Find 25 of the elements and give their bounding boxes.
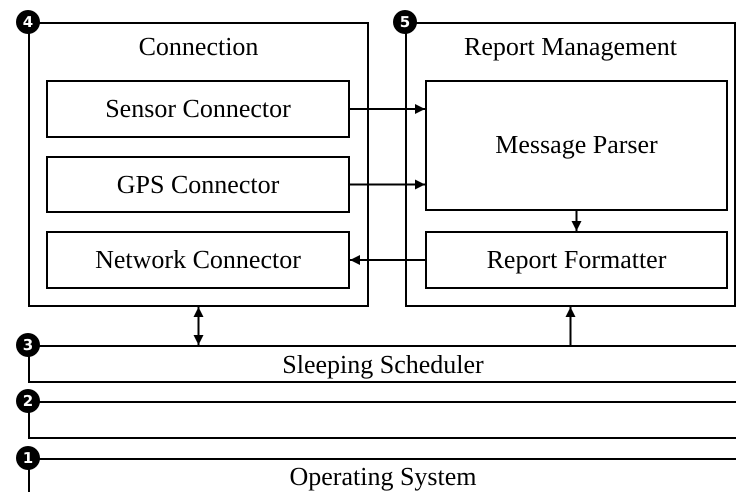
component-box [46, 80, 350, 138]
layer-label: Sleeping Scheduler [281, 350, 485, 380]
component-box [425, 231, 728, 289]
component-box [425, 80, 728, 211]
arrow [350, 180, 425, 190]
number-badge: 2 [16, 389, 40, 413]
component-label: Network Connector [94, 245, 302, 275]
layer-label: Operating System [288, 462, 478, 492]
component-label: Sensor Connector [104, 94, 292, 124]
arrow [566, 307, 576, 345]
number-badge: 1 [16, 446, 40, 470]
arrow [350, 255, 425, 265]
component-box [46, 231, 350, 289]
arrow [350, 104, 425, 114]
component-label: Message Parser [494, 130, 659, 160]
component-box [46, 156, 350, 213]
number-badge: 3 [16, 333, 40, 357]
arrow [572, 211, 582, 231]
arrow [194, 307, 204, 345]
group-heading: Connection [138, 32, 260, 62]
component-label: GPS Connector [116, 170, 280, 200]
number-badge: 5 [393, 10, 417, 34]
number-badge: 4 [16, 10, 40, 34]
component-label: Report Formatter [486, 245, 668, 275]
group-heading: Report Management [463, 32, 678, 62]
